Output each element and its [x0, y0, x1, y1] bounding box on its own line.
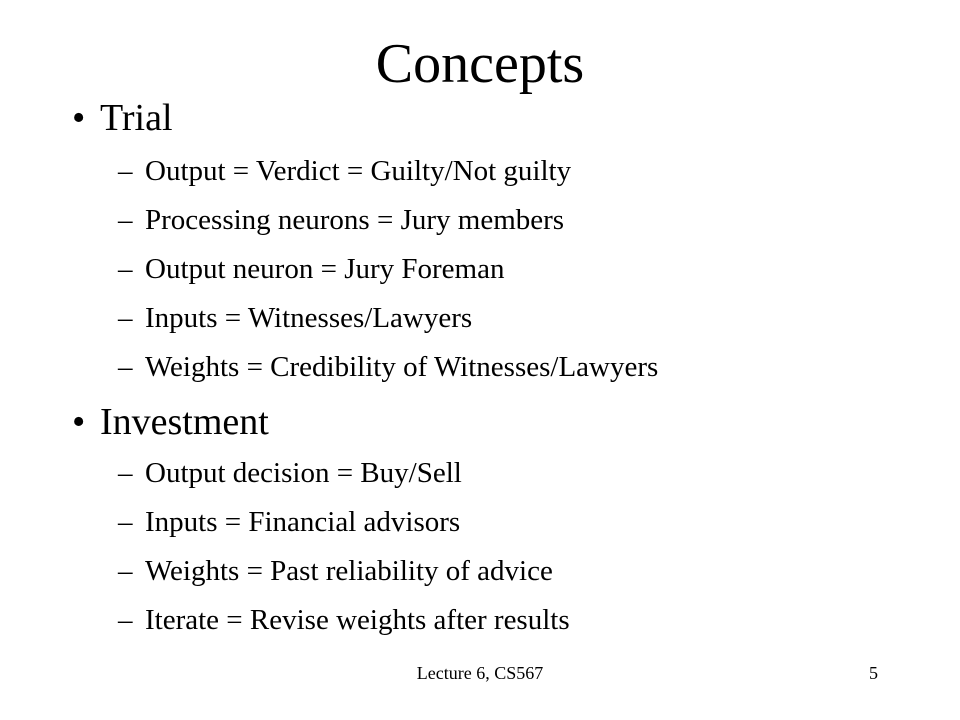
sub-item-text: Processing neurons = Jury members — [145, 204, 565, 236]
dash-icon: – — [118, 506, 133, 538]
dash-icon: – — [118, 457, 133, 489]
sub-item-text: Inputs = Witnesses/Lawyers — [145, 302, 473, 334]
bullet-icon: • — [72, 97, 86, 139]
bullet-heading: Trial — [100, 97, 173, 139]
sub-item-text: Weights = Credibility of Witnesses/Lawye… — [145, 351, 659, 383]
dash-icon: – — [118, 302, 133, 334]
dash-icon: – — [118, 253, 133, 285]
sub-item-text: Weights = Past reliability of advice — [145, 555, 553, 587]
sub-item-text: Output decision = Buy/Sell — [145, 457, 462, 489]
sub-item-text: Iterate = Revise weights after results — [145, 604, 570, 636]
slide-title: Concepts — [375, 33, 585, 95]
sub-item-text: Output = Verdict = Guilty/Not guilty — [145, 155, 572, 187]
dash-icon: – — [118, 204, 133, 236]
bullet-icon: • — [72, 401, 86, 443]
footer-lecture: Lecture 6, CS567 — [416, 663, 544, 683]
footer-page-number: 5 — [869, 663, 878, 683]
dash-icon: – — [118, 555, 133, 587]
sub-item-text: Output neuron = Jury Foreman — [145, 253, 505, 285]
bullet-heading: Investment — [100, 401, 269, 443]
dash-icon: – — [118, 604, 133, 636]
dash-icon: – — [118, 155, 133, 187]
sub-item-text: Inputs = Financial advisors — [145, 506, 461, 538]
dash-icon: – — [118, 351, 133, 383]
